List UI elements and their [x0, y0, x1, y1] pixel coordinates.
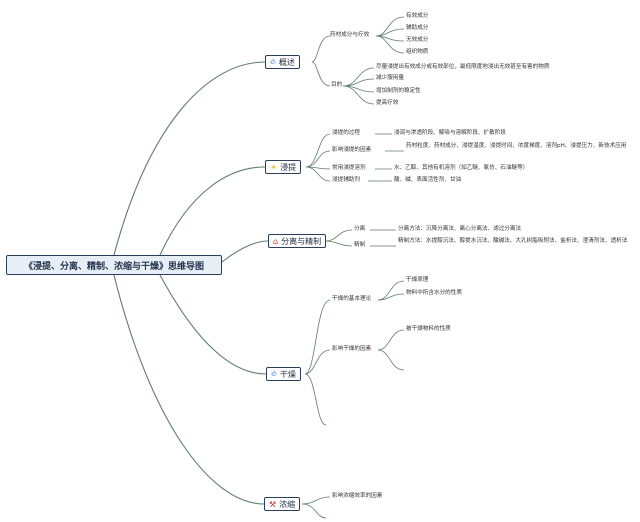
sun-icon: ☀	[270, 162, 278, 172]
connector-root-separation	[221, 240, 269, 263]
node-aids-list[interactable]: 酸、碱、表面活性剂、甘油	[394, 177, 462, 183]
home-icon: ⌂	[273, 236, 279, 246]
node-auxiliary[interactable]: 辅助成分	[406, 25, 429, 31]
branch-extraction-label: 浸提	[280, 162, 297, 172]
node-drying-theory[interactable]: 干燥的基本理论	[332, 296, 372, 302]
branch-drying[interactable]: 🔥︎ 干燥	[266, 367, 301, 381]
node-drying-factors[interactable]: 影响干燥的因素	[332, 346, 372, 352]
node-ineffective[interactable]: 无效成分	[406, 37, 429, 43]
connector-root-extraction	[159, 166, 266, 256]
node-moisture-nature[interactable]: 物料中所含水分的性质	[406, 290, 462, 296]
node-purpose-4[interactable]: 提高疗效	[376, 100, 399, 106]
node-components[interactable]: 药材成分与疗效	[330, 32, 370, 38]
branch-overview-label: 概述	[278, 57, 295, 67]
node-effective[interactable]: 有效成分	[406, 13, 429, 19]
node-separate-methods[interactable]: 分离方法：沉降分离法、离心分离法、滤过分离法	[398, 226, 522, 232]
node-drying-principle[interactable]: 干燥原理	[406, 277, 429, 283]
node-purpose[interactable]: 目的	[331, 82, 343, 88]
node-extraction-factors[interactable]: 影响浸提的因素	[332, 147, 372, 153]
node-material-nature[interactable]: 被干燥物料的性质	[406, 326, 451, 332]
node-solvent-list[interactable]: 水、乙醇、其他有机溶剂（如乙醚、氯仿、石油醚等）	[394, 165, 529, 171]
node-process[interactable]: 浸提的过程	[332, 130, 360, 136]
branch-concentration[interactable]: ⚒ 浓缩	[264, 497, 301, 511]
node-aids[interactable]: 浸提辅助剂	[332, 177, 360, 183]
branch-overview[interactable]: 🔥︎ 概述	[265, 55, 300, 69]
branch-drying-label: 干燥	[279, 369, 296, 379]
branch-extraction[interactable]: ☀ 浸提	[265, 160, 302, 174]
connector-root-overview	[113, 61, 266, 256]
flame-icon: 🔥︎	[271, 369, 277, 378]
mindmap-root-title[interactable]: 《浸提、分离、精制、浓缩与干燥》思维导图	[6, 255, 222, 275]
branch-concentration-label: 浓缩	[279, 499, 296, 509]
node-separate[interactable]: 分离	[354, 226, 366, 232]
node-tissue[interactable]: 组织物质	[406, 49, 429, 55]
tools-icon: ⚒	[269, 499, 277, 509]
node-solvent[interactable]: 常用浸提溶剂	[332, 165, 366, 171]
node-purpose-1[interactable]: 尽量浸提出有效成分或有效部位，最低限度地浸出无效甚至有害的物质	[376, 64, 550, 70]
node-purpose-3[interactable]: 增加制剂的稳定性	[376, 88, 421, 94]
node-refine[interactable]: 精制	[354, 242, 366, 248]
branch-separation[interactable]: ⌂ 分离与精制	[268, 234, 327, 248]
connector-root-drying	[159, 274, 267, 375]
node-purpose-2[interactable]: 减少服用量	[376, 75, 404, 81]
flame-icon: 🔥︎	[270, 57, 276, 66]
node-extraction-factors-list[interactable]: 药材粒度、药材成分、浸提温度、浸提时间、浓度梯度、溶剂pH、浸提压力、新技术应用	[406, 143, 627, 149]
node-concentration-factors[interactable]: 影响浓缩效率的因素	[332, 493, 383, 499]
branch-separation-label: 分离与精制	[281, 236, 322, 246]
node-refine-methods[interactable]: 精制方法：水提醇沉法、醇提水沉法、酸碱法、大孔树脂吸附法、盐析法、澄清剂法、透析…	[398, 238, 628, 244]
connector-root-concentration	[113, 274, 265, 505]
node-process-stages[interactable]: 浸润与渗透阶段、解吸与溶解阶段、扩散阶段	[394, 130, 506, 136]
